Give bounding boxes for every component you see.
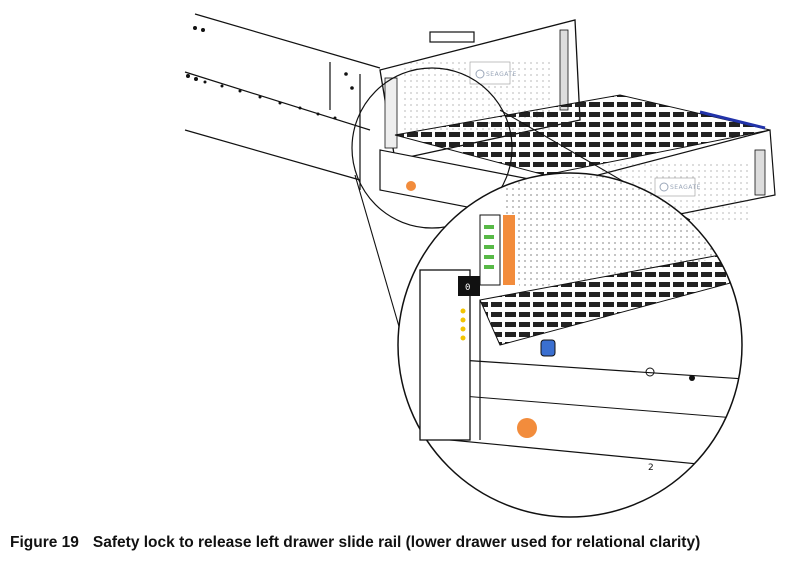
figure-number: Figure 19 bbox=[10, 534, 79, 551]
brand-logo-lower: SEAGATE bbox=[670, 184, 701, 191]
safety-lock-icon[interactable] bbox=[406, 181, 416, 191]
status-led-icon bbox=[460, 326, 466, 332]
safety-lock-icon[interactable] bbox=[517, 418, 537, 438]
rail-holes bbox=[186, 26, 354, 120]
release-latch-icon[interactable] bbox=[540, 339, 556, 357]
detail-callout-small bbox=[351, 67, 513, 229]
status-led-icon bbox=[460, 335, 466, 341]
display-digits: 0 bbox=[465, 283, 470, 293]
status-led-icon bbox=[460, 308, 466, 314]
enclosure-diagram: SEAGATE SEAGATE bbox=[184, 13, 776, 518]
rail-marker-label: 2 bbox=[648, 463, 654, 473]
detail-callout-large bbox=[397, 172, 743, 518]
zoom-detail: 2 bbox=[398, 173, 742, 517]
brand-logo-upper: SEAGATE bbox=[486, 71, 517, 78]
seven-segment-display bbox=[458, 276, 480, 296]
status-led-icon bbox=[460, 317, 466, 323]
front-bezel: 0 bbox=[419, 269, 480, 441]
top-handle bbox=[429, 31, 475, 43]
figure-title: Safety lock to release left drawer slide… bbox=[92, 534, 701, 551]
rack-rails bbox=[184, 13, 381, 190]
figure-caption: Figure 19 Safety lock to release left dra… bbox=[10, 534, 790, 552]
